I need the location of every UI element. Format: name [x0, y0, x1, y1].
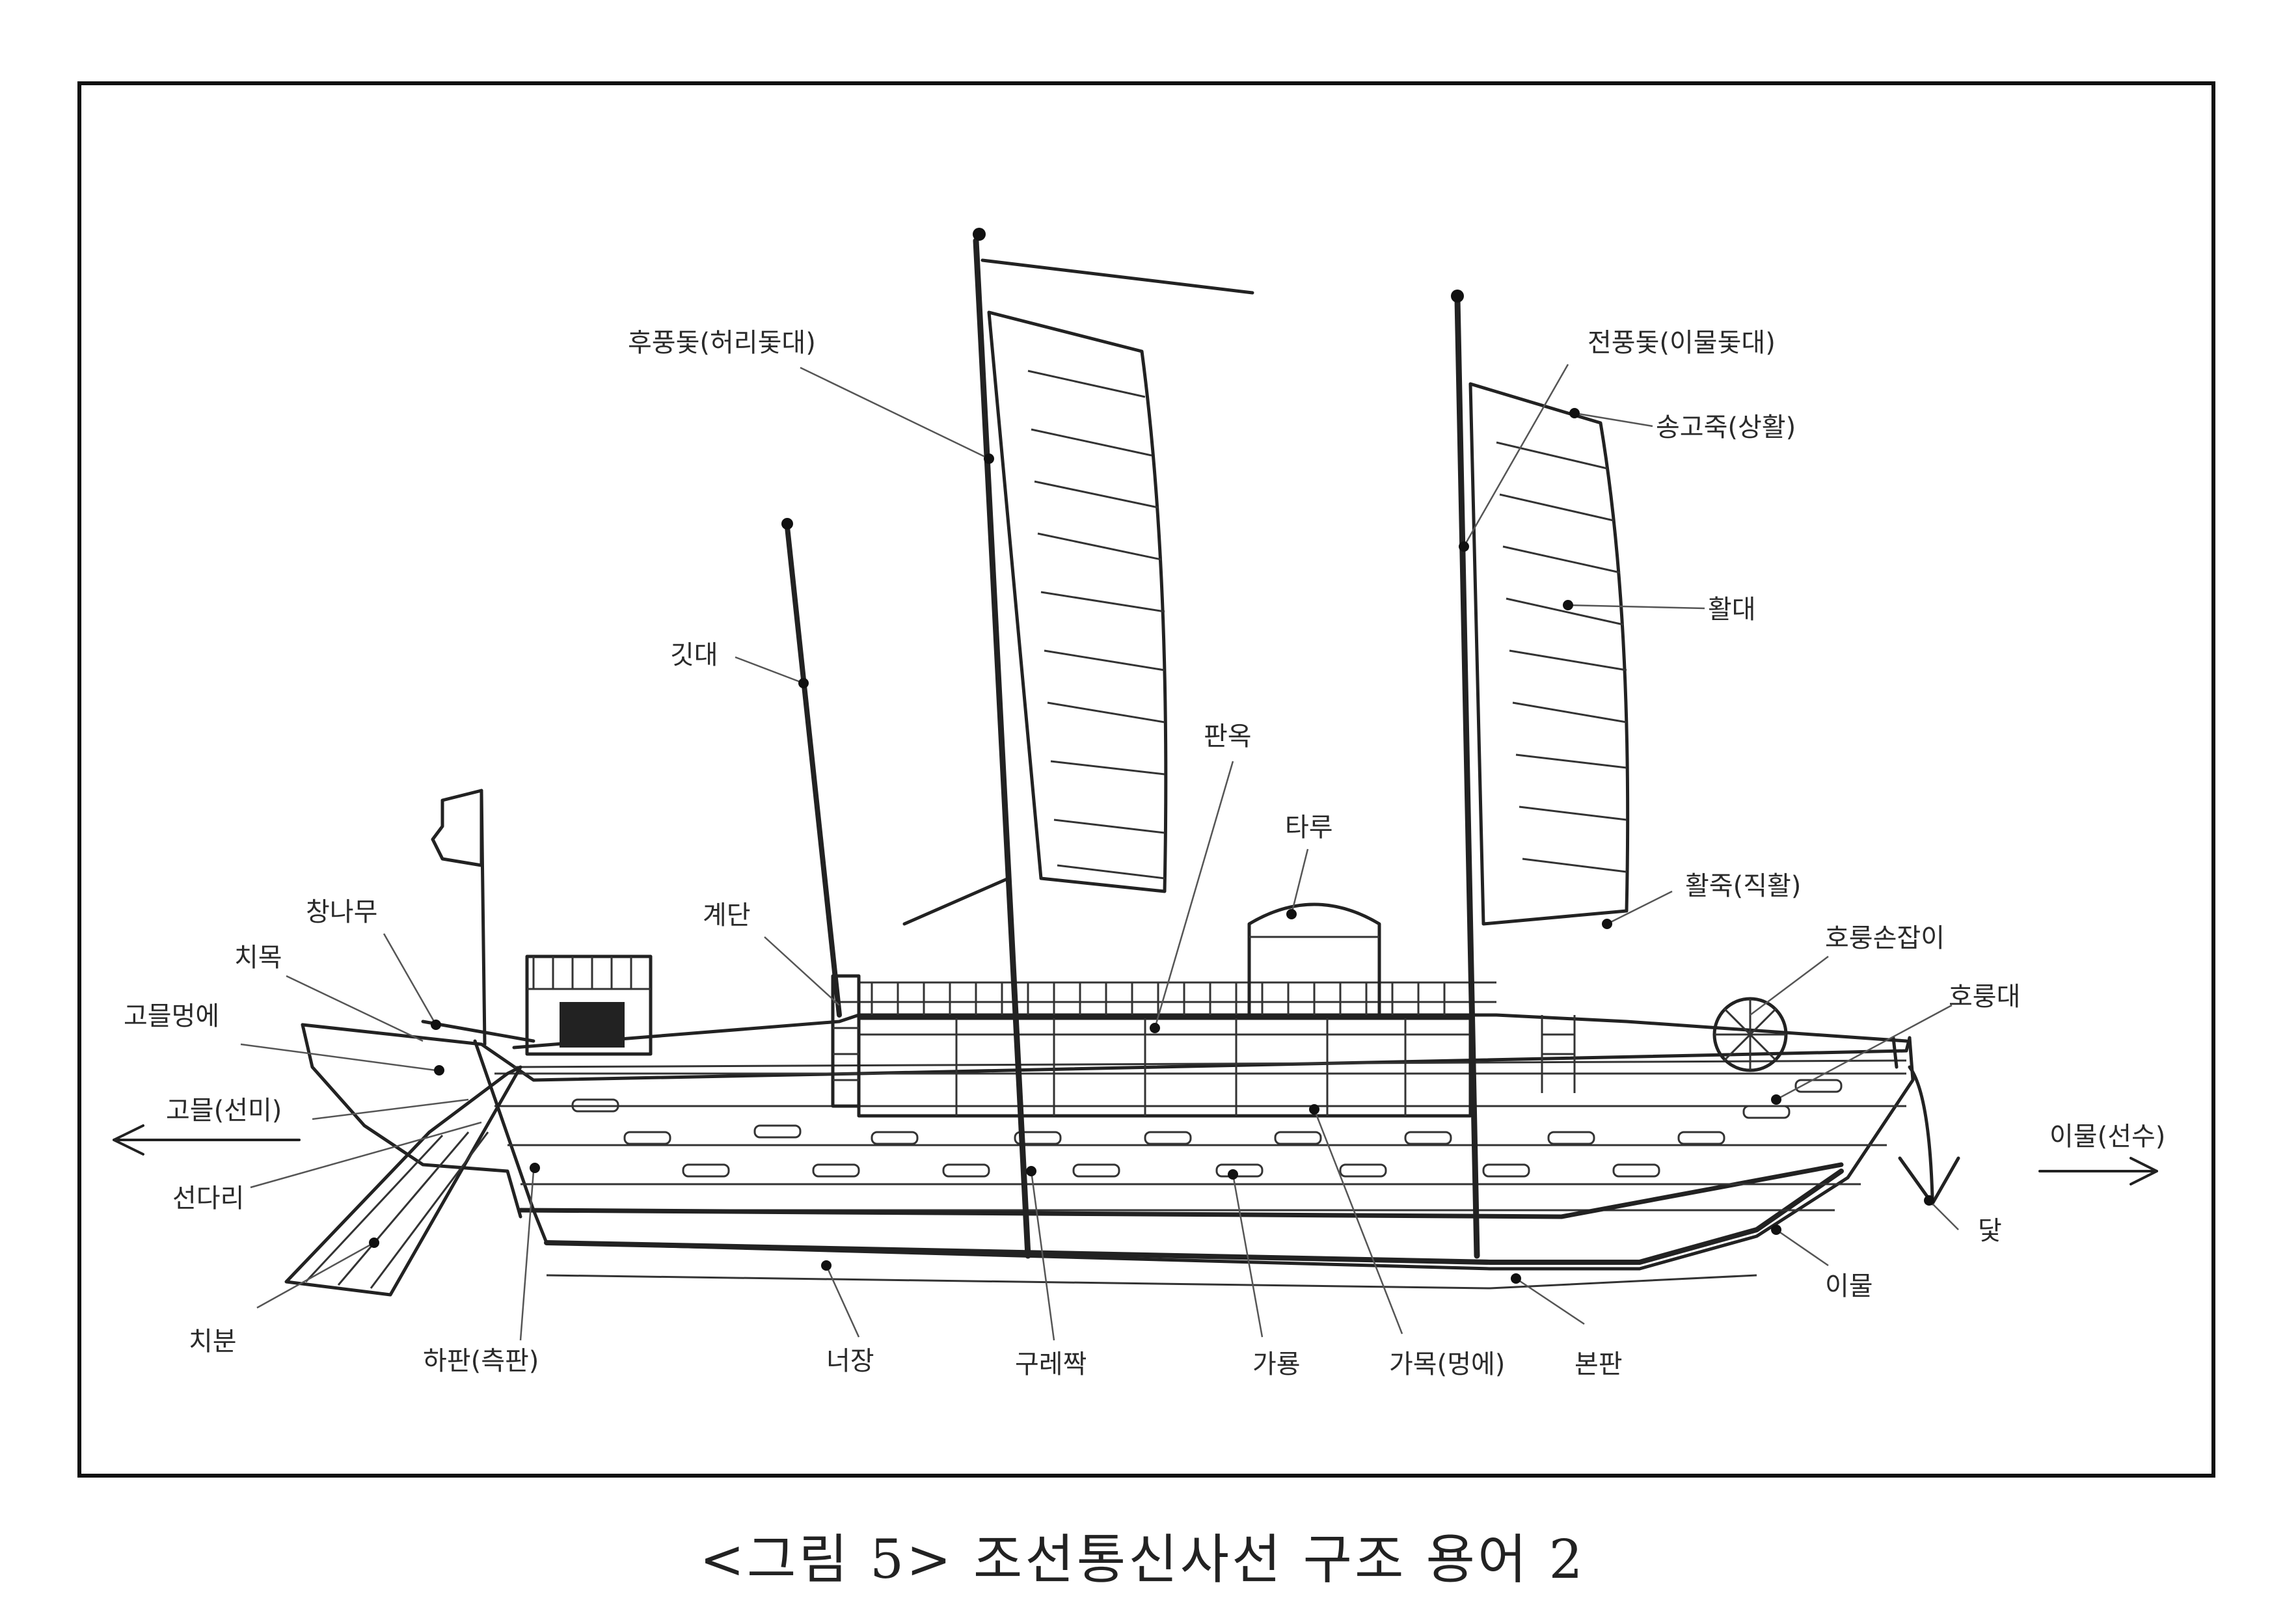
diagram-frame: [77, 81, 2215, 1478]
hull-blocks: [571, 1079, 1843, 1178]
term-labels: 후풍돛(허리돛대) 전풍돛(이물돛대) 송고죽(상활) 활대 깃대 판옥 타루 …: [124, 328, 2165, 1379]
label-dat: 닻: [1978, 1216, 2002, 1246]
label-gareung: 가룡: [1252, 1349, 1301, 1379]
label-imul: 이물: [1825, 1271, 1873, 1301]
label-gitdae: 깃대: [670, 640, 718, 670]
label-taru: 타루: [1285, 813, 1333, 843]
label-seondari: 선다리: [172, 1184, 244, 1213]
label-hwaljuk: 활죽(직활): [1685, 871, 1801, 901]
label-neojang: 너장: [826, 1346, 874, 1376]
figure-caption: <그림 5> 조선통신사선 구조 용어 2: [699, 1529, 1586, 1591]
label-changnamu: 창나무: [306, 897, 377, 927]
label-panok: 판옥: [1204, 722, 1252, 751]
label-bonpan: 본판: [1575, 1349, 1623, 1379]
ship-illustration: [284, 228, 1960, 1297]
label-gomul: 고믈(선미): [166, 1096, 282, 1126]
label-gurejjak: 구레짝: [1015, 1349, 1087, 1379]
label-imul-seonsu: 이물(선수): [2049, 1122, 2165, 1152]
label-songgojuk: 송고죽(상활): [1656, 413, 1796, 442]
label-jeonpung: 전풍돛(이물돛대): [1588, 328, 1776, 358]
label-chimok: 치목: [234, 943, 282, 973]
label-horongdae: 호룽대: [1949, 982, 2020, 1012]
label-gyedan: 계단: [703, 900, 751, 930]
label-chibun: 치분: [189, 1327, 237, 1357]
label-gomulmeome: 고믈멍에: [124, 1001, 219, 1031]
label-homul: 호룽손잡이: [1825, 923, 1945, 953]
leader-lines: [113, 364, 2158, 1341]
label-hapan: 하판(측판): [423, 1346, 539, 1376]
label-hupung: 후풍돛(허리돛대): [628, 328, 816, 358]
label-hwaldae: 활대: [1708, 595, 1756, 625]
label-gamok: 가목(멍에): [1389, 1349, 1505, 1379]
